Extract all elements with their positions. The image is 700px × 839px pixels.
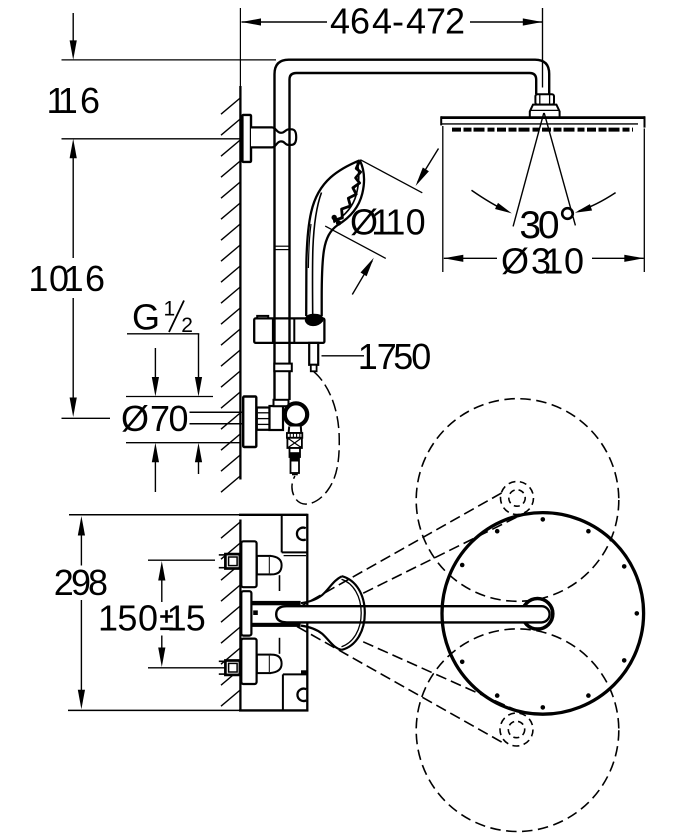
svg-text:0: 0 bbox=[169, 398, 189, 439]
svg-text:0: 0 bbox=[138, 598, 158, 639]
svg-text:8: 8 bbox=[88, 562, 108, 603]
svg-text:1: 1 bbox=[358, 336, 378, 377]
svg-text:1: 1 bbox=[167, 598, 187, 639]
svg-text:7: 7 bbox=[377, 336, 397, 377]
svg-text:1: 1 bbox=[98, 598, 118, 639]
svg-text:0: 0 bbox=[411, 336, 431, 377]
svg-text:5: 5 bbox=[117, 598, 137, 639]
svg-text:4: 4 bbox=[330, 1, 350, 42]
svg-text:7: 7 bbox=[426, 1, 446, 42]
svg-text:0: 0 bbox=[49, 258, 69, 299]
svg-text:2: 2 bbox=[445, 1, 465, 42]
svg-text:Ø: Ø bbox=[121, 398, 149, 439]
svg-text:6: 6 bbox=[85, 258, 105, 299]
svg-text:1: 1 bbox=[371, 202, 391, 243]
svg-text:6: 6 bbox=[80, 80, 100, 121]
svg-text:0: 0 bbox=[406, 202, 426, 243]
svg-text:9: 9 bbox=[71, 562, 91, 603]
svg-text:4: 4 bbox=[406, 1, 426, 42]
svg-text:3: 3 bbox=[531, 241, 551, 282]
svg-text:3: 3 bbox=[519, 204, 541, 247]
svg-text:1: 1 bbox=[28, 258, 48, 299]
svg-text:Ø: Ø bbox=[350, 202, 378, 243]
svg-text:0: 0 bbox=[538, 204, 560, 247]
svg-text:1: 1 bbox=[164, 298, 176, 321]
svg-text:1: 1 bbox=[385, 202, 405, 243]
svg-text:1: 1 bbox=[58, 80, 78, 121]
svg-text:1: 1 bbox=[47, 80, 67, 121]
svg-text:2: 2 bbox=[54, 562, 74, 603]
svg-text:Ø: Ø bbox=[501, 241, 529, 282]
svg-text:0: 0 bbox=[564, 241, 584, 282]
svg-text:-: - bbox=[392, 1, 404, 42]
svg-text:5: 5 bbox=[393, 336, 413, 377]
svg-text:6: 6 bbox=[350, 1, 370, 42]
svg-text:1: 1 bbox=[64, 258, 84, 299]
svg-text:2: 2 bbox=[181, 314, 193, 337]
svg-text:5: 5 bbox=[186, 598, 206, 639]
svg-text:7: 7 bbox=[150, 398, 170, 439]
svg-text:4: 4 bbox=[372, 1, 392, 42]
svg-text:G: G bbox=[132, 297, 160, 338]
svg-text:1: 1 bbox=[543, 241, 563, 282]
